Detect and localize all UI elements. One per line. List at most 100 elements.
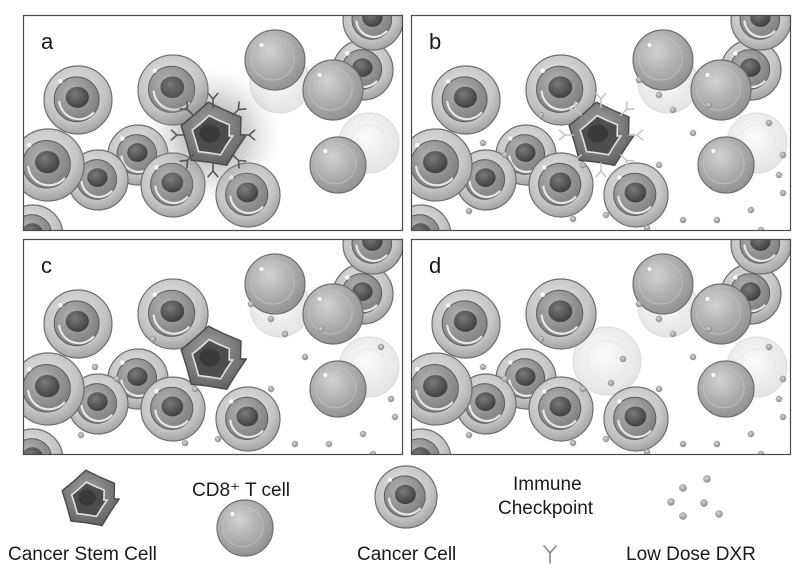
cancer-cell [342,15,403,51]
t-cell [632,253,694,315]
dxr-particle [291,440,299,448]
dxr-particle [765,343,773,351]
cancer-cell [23,352,85,426]
t-cell [302,59,364,121]
cancer-stem-cell [558,92,644,178]
dxr-particle [779,151,787,159]
cancer-cell [525,54,597,126]
dxr-particle [643,448,651,455]
dxr-particle [579,161,587,169]
dxr-particle [715,510,723,518]
dxr-particle [700,499,708,507]
dxr-particle [705,325,713,333]
dxr-particle [191,385,199,393]
dxr-particle [669,106,677,114]
dxr-particle [669,330,677,338]
legend-label-cd8-t-cell: CD8⁺ T cell [192,480,290,501]
panel-d: d [410,238,792,456]
dxr-particle [779,413,787,421]
t-cell [309,136,367,194]
dxr-particle [501,375,509,383]
dxr-particle [479,139,487,147]
immune-checkpoint [231,153,247,169]
dxr-particle [501,151,509,159]
dxr-particle [391,413,399,421]
dxr-particle [77,431,85,439]
panel-label-a: a [41,29,54,54]
dxr-particle [602,435,610,443]
dxr-particle [465,207,473,215]
panel-label-c: c [41,253,52,278]
dxr-particle [635,300,643,308]
dxr-particle [655,315,663,323]
dxr-particle [317,325,325,333]
cancer-cell [730,15,791,51]
cancer-cell [140,376,206,442]
dxr-particle [689,129,697,137]
immune-checkpoint [231,101,247,117]
legend-label-cancer-stem-cell: Cancer Stem Cell [8,544,157,565]
cancer-cell [137,278,209,350]
dxr-particle [537,111,545,119]
immune-checkpoint [240,129,256,141]
cancer-cell [431,289,501,359]
dxr-particle [359,430,367,438]
t-cell [244,253,306,315]
dxr-particle [689,353,697,361]
legend-cancer-cell-icon [374,465,438,529]
dxr-particle [267,385,275,393]
cancer-cell [23,204,64,231]
immune-checkpoint [595,92,607,108]
dxr-particle [479,363,487,371]
dxr-particle [747,206,755,214]
dxr-particle [765,119,773,127]
dxr-particle [91,363,99,371]
immune-checkpoint [595,162,607,178]
dxr-particle [267,315,275,323]
immune-checkpoint [179,101,195,117]
dxr-particle [713,216,721,224]
panel-border [410,14,792,232]
immune-checkpoint [619,101,635,117]
dxr-particle [703,475,711,483]
dxr-particle [655,161,663,169]
dxr-particle [619,355,627,363]
cancer-cell [411,352,473,426]
dxr-particle [569,439,577,447]
dxr-particle [181,439,189,447]
cancer-cell [528,376,594,442]
dxr-particle [635,76,643,84]
dxr-particle [679,440,687,448]
cancer-cell [603,162,669,228]
dxr-particle [465,431,473,439]
dxr-particle [655,385,663,393]
cancer-cell [342,239,403,275]
panel-border [410,238,792,456]
dxr-particle [602,211,610,219]
faded-cell [572,326,642,396]
immune-checkpoint [170,129,186,141]
dxr-particle [579,385,587,393]
dxr-particle [679,484,687,492]
t-cell [697,136,755,194]
t-cell [640,123,645,128]
cancer-cell [411,204,452,231]
cancer-stem-cell [180,325,247,390]
t-cell [632,29,694,91]
dxr-particle [643,224,651,231]
cancer-stem-cell [145,67,281,203]
dxr-particle [775,395,783,403]
dxr-particle [747,430,755,438]
cancer-cell [43,65,113,135]
cancer-cell [525,278,597,350]
dxr-particle [377,343,385,351]
legend-immune-checkpoint-icon [543,545,557,564]
immune-checkpoint [207,162,219,178]
legend-label-immune-checkpoint-line2: Checkpoint [498,498,594,519]
cancer-cell [411,128,473,202]
dxr-particle [281,330,289,338]
dxr-particle [679,512,687,520]
cancer-cell [215,386,281,452]
cancer-cell [23,428,64,455]
legend-label-cancer-cell: Cancer Cell [357,544,456,565]
